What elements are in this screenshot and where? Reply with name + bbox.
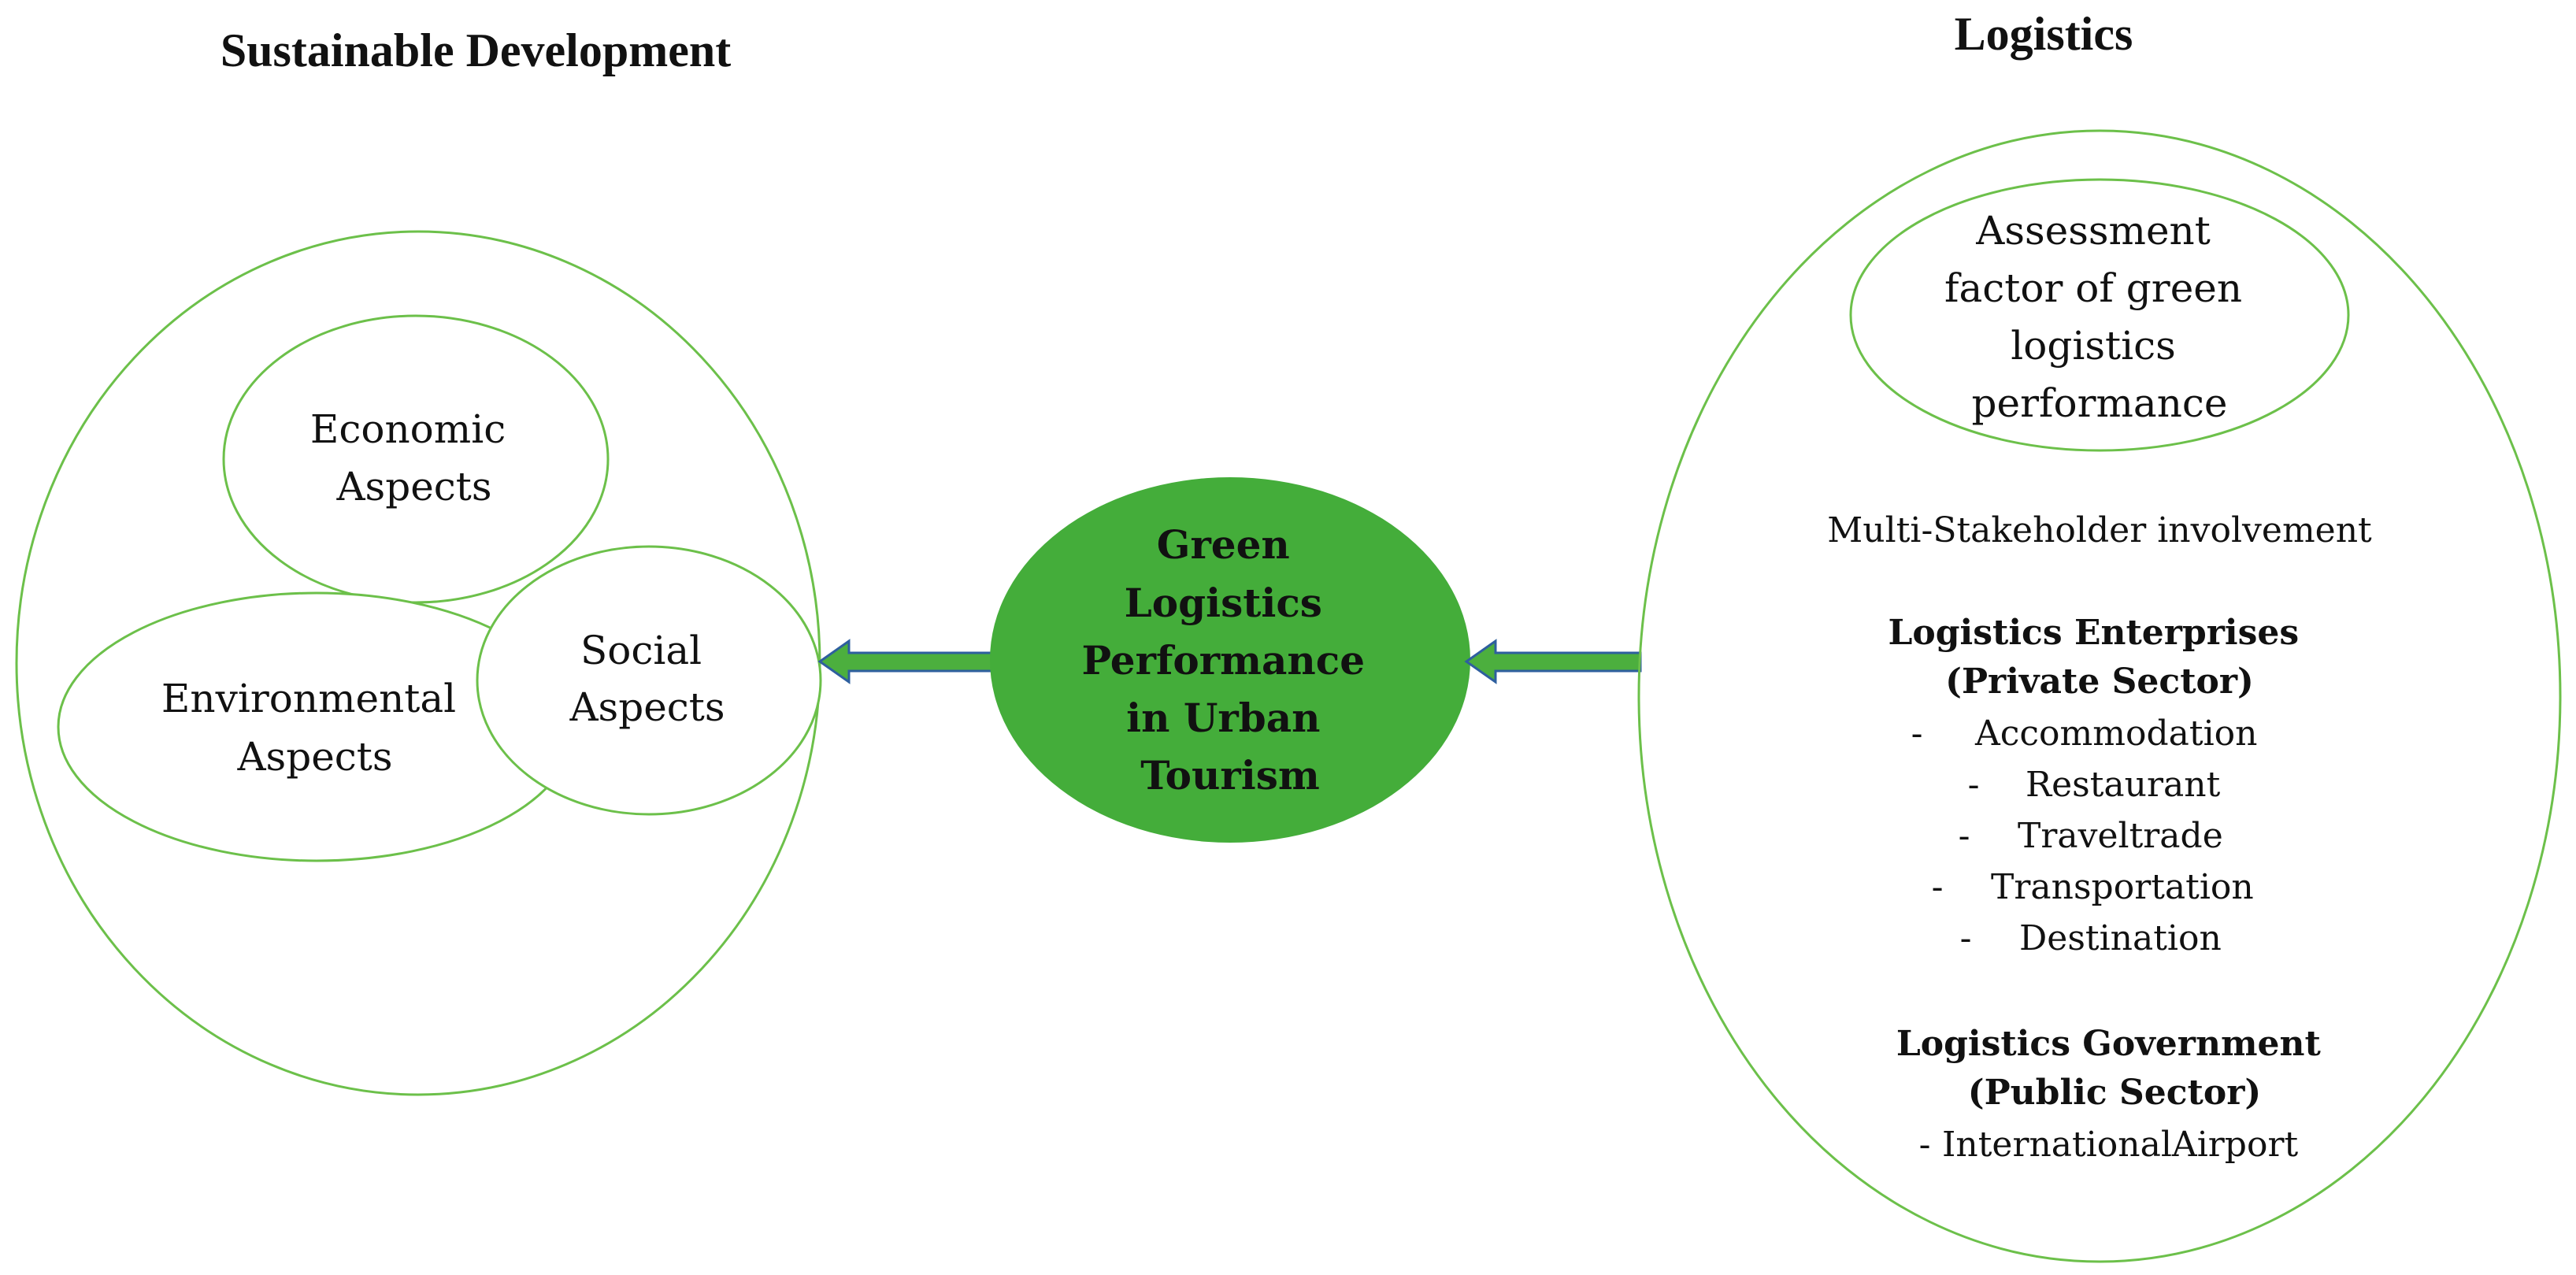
public-item-airport: InternationalAirport (1942, 1125, 2299, 1165)
public-bullet-airport: - (1919, 1125, 1931, 1165)
private-bullet-transportation: - (1932, 867, 1944, 907)
green-logistics-performance-hub (990, 477, 1470, 843)
assessment-factor-circle (1849, 178, 2350, 452)
logistics-circle (1637, 129, 2562, 1263)
social-aspects-label: Social Aspects (569, 628, 725, 730)
private-bullet-accommodation: - (1911, 713, 1923, 754)
private-item-destination: Destination (2019, 918, 2222, 958)
private-item-traveltrade: Traveltrade (2018, 816, 2223, 856)
environmental-aspects-label: Environmental Aspects (161, 676, 469, 780)
multi-stakeholder-label: Multi-Stakeholder involvement (1827, 510, 2372, 550)
public-sector-heading: Logistics Government (Public Sector) (1896, 1024, 2333, 1113)
arrow-to-sustainable-development (817, 639, 994, 684)
private-bullet-restaurant: - (1968, 765, 1980, 805)
economic-aspects-label: Economic Aspects (310, 406, 518, 510)
green-logistics-performance-label: Green Logistics Performance in Urban Tou… (1082, 521, 1379, 799)
private-bullet-traveltrade: - (1959, 816, 1970, 856)
sustainable-development-heading: Sustainable Development (221, 24, 731, 76)
private-bullet-destination: - (1960, 918, 1972, 958)
private-item-transportation: Transportation (1991, 867, 2254, 907)
economic-aspects-circle (222, 314, 610, 604)
arrow-to-green-logistics-hub (1464, 639, 1642, 684)
private-item-accommodation: Accommodation (1974, 713, 2257, 754)
social-aspects-circle (476, 545, 822, 816)
logistics-heading: Logistics (1955, 8, 2133, 60)
private-sector-heading: Logistics Enterprises (Private Sector) (1888, 613, 2311, 702)
assessment-factor-label: Assessment factor of green logistics per… (1944, 208, 2255, 426)
private-item-restaurant: Restaurant (2026, 765, 2221, 805)
